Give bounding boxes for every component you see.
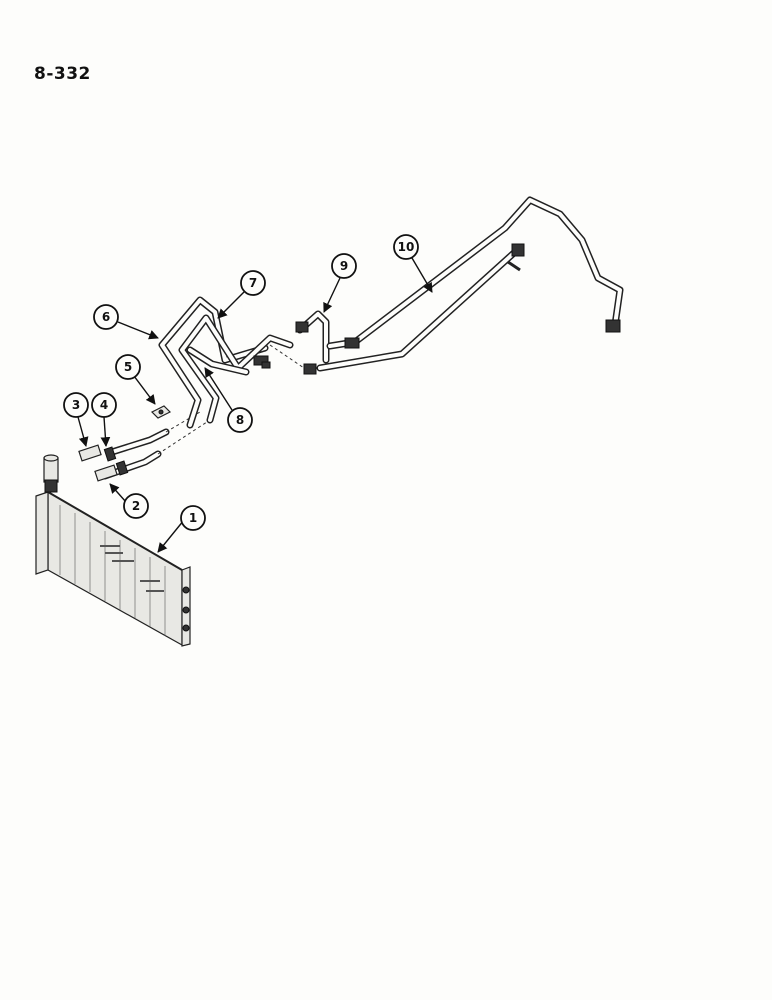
oil-cooler — [35, 454, 191, 647]
callout-1-label: 1 — [189, 511, 197, 525]
callout-6-label: 6 — [102, 310, 110, 324]
hose-assembly — [78, 405, 211, 482]
page-number: 8-332 — [34, 64, 91, 84]
cooler-lines — [158, 296, 294, 429]
callout-6: 6 — [93, 304, 159, 340]
callout-2: 2 — [109, 483, 149, 519]
callout-10: 10 — [393, 234, 433, 293]
callout-3-label: 3 — [72, 398, 80, 412]
callout-2-label: 2 — [132, 499, 140, 513]
callout-4-label: 4 — [100, 398, 108, 412]
callout-1: 1 — [157, 505, 206, 553]
callout-10-label: 10 — [398, 240, 415, 254]
callout-7: 7 — [217, 270, 266, 319]
callout-5: 5 — [115, 354, 156, 405]
callout-3: 3 — [63, 392, 89, 447]
callout-9-label: 9 — [340, 259, 348, 273]
long-lines — [269, 196, 624, 375]
callout-8-label: 8 — [236, 413, 244, 427]
callout-7-label: 7 — [249, 276, 257, 290]
callout-4: 4 — [91, 392, 117, 447]
callout-8: 8 — [204, 367, 253, 433]
callout-5-label: 5 — [124, 360, 132, 374]
callout-9: 9 — [323, 253, 357, 313]
